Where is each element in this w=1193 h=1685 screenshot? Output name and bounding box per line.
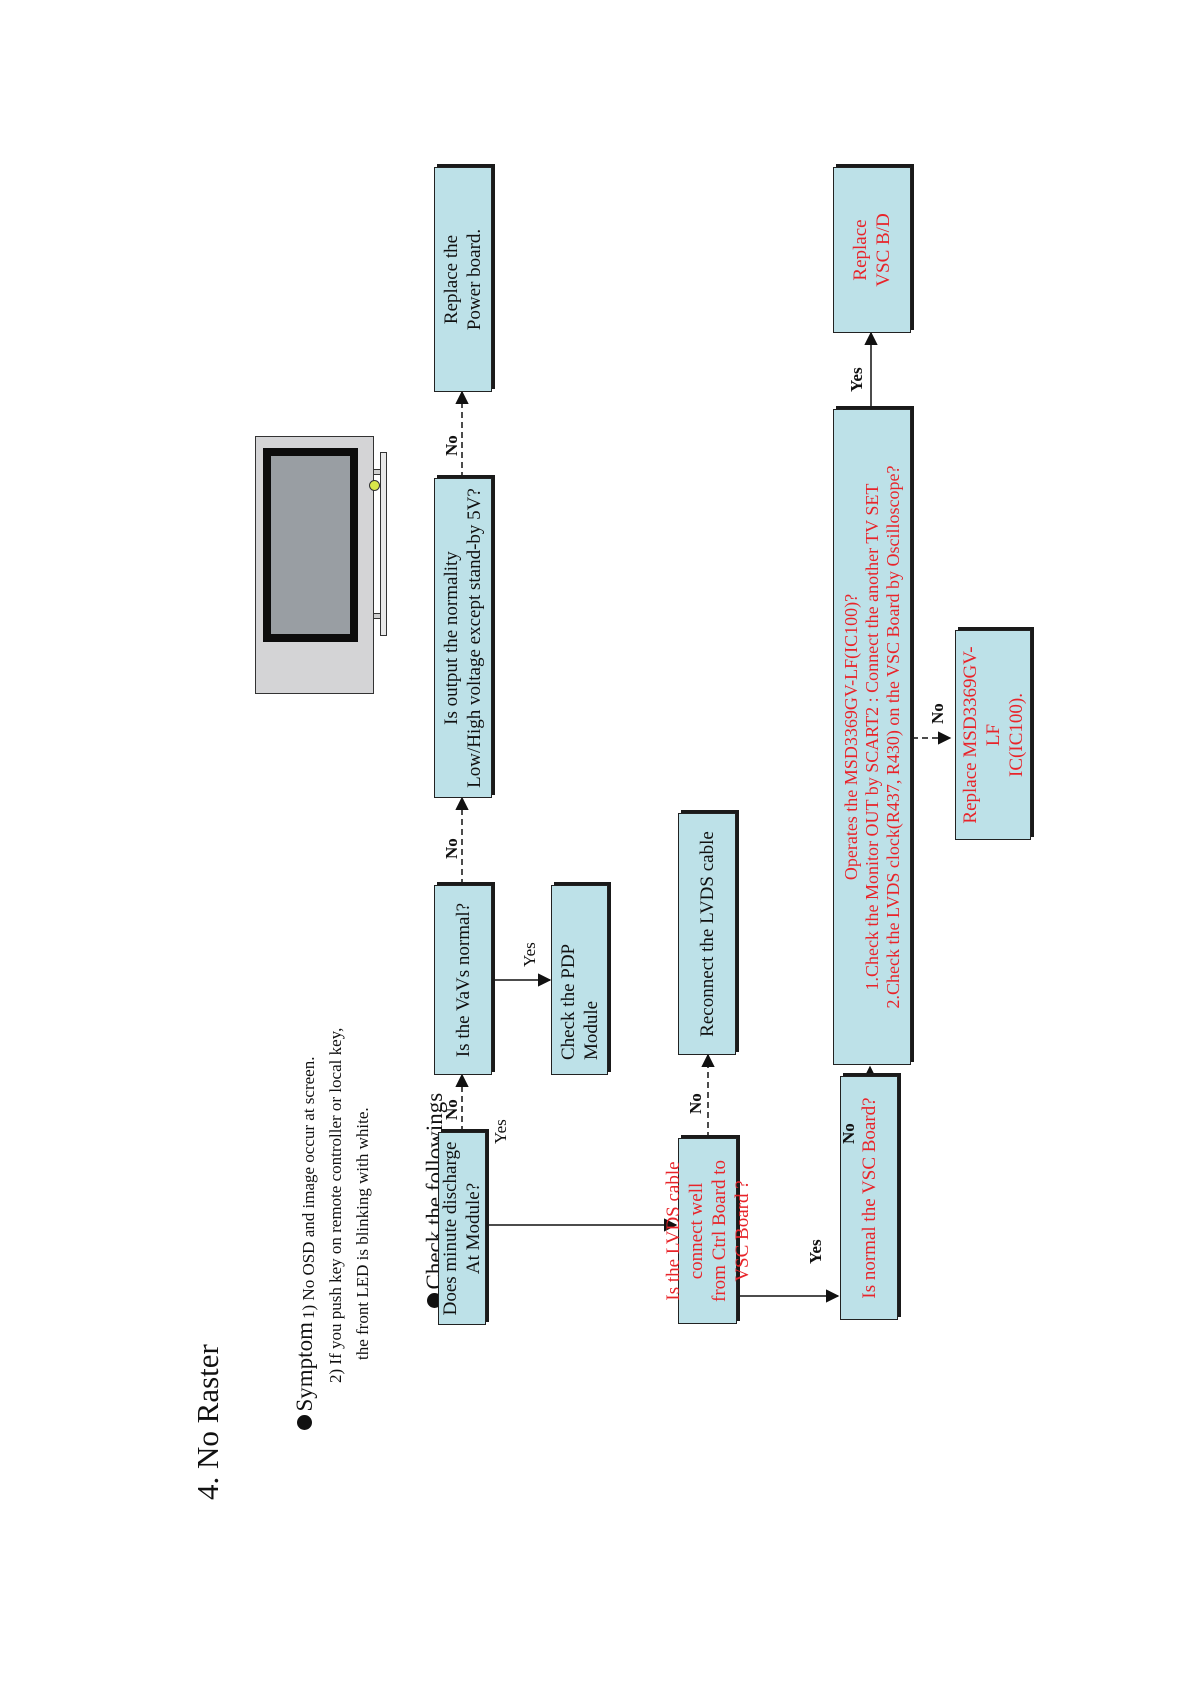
box-operates-msd3369: Operates the MSD3369GV-LF(IC100)? 1.Chec… [833, 409, 911, 1065]
tv-illustration [255, 434, 389, 694]
label-yes-operates: Yes [847, 367, 866, 392]
tv-led-icon [369, 480, 380, 491]
symptom-item-1: 1) No OSD and image occur at screen. [299, 1056, 318, 1319]
label-no-output: No [442, 435, 461, 456]
label-no-discharge: No [442, 1099, 461, 1120]
label-yes-vavs: Yes [520, 942, 539, 967]
symptom-heading-text: Symptom [292, 1322, 317, 1412]
bullet-dot [297, 1415, 313, 1431]
box-replace-vsc-bd: Replace VSC B/D [833, 167, 911, 333]
box-minute-discharge: Does minute discharge At Module? [438, 1132, 486, 1325]
label-yes-lvds: Yes [806, 1239, 825, 1264]
page-title: 4. No Raster [190, 1344, 225, 1500]
box-vavs-normal: Is the VaVs normal? [434, 885, 492, 1075]
box-vsc-board-normal: Is normal the VSC Board? [840, 1076, 898, 1320]
box-replace-msd3369-ic: Replace MSD3369GV-LF IC(IC100). [955, 630, 1031, 840]
label-no-vsc: No [839, 1123, 858, 1144]
tv-stand [380, 452, 387, 636]
box-output-normality: Is output the normality Low/High voltage… [434, 478, 492, 798]
label-no-lvds: No [686, 1093, 705, 1114]
box-replace-power-board: Replace the Power board. [434, 167, 492, 392]
box-check-pdp-module: Check the PDP Module [551, 885, 608, 1075]
label-yes-discharge: Yes [491, 1119, 510, 1144]
arrow-operates-to-replace-vsc [864, 331, 878, 410]
label-no-operates: No [928, 703, 947, 724]
box-lvds-cable-question: Is the LVDS cable connect well from Ctrl… [663, 1138, 753, 1324]
symptom-item-2: 2) If you push key on remote controller … [326, 1027, 345, 1383]
symptom-item-3: the front LED is blinking with white. [353, 1107, 372, 1360]
box-reconnect-lvds: Reconnect the LVDS cable [678, 813, 736, 1055]
label-no-vavs: No [442, 838, 461, 859]
tv-screen [271, 456, 350, 634]
